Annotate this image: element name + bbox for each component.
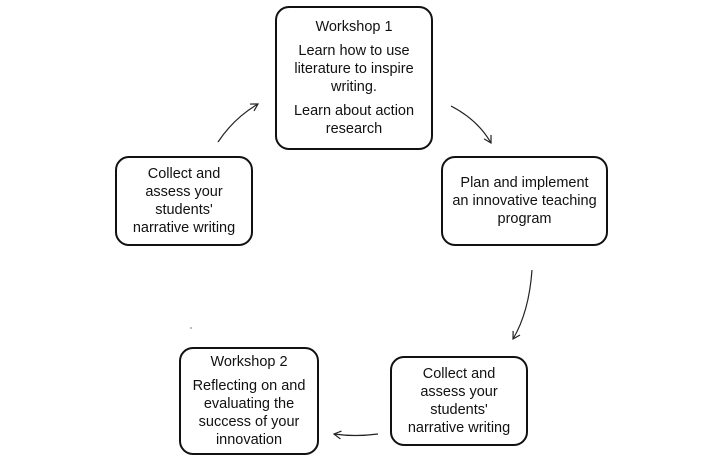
workshop2-title: Workshop 2 <box>210 354 288 370</box>
arrow-workshop1-to-plan <box>450 105 492 145</box>
workshop1-paragraph: Learn how to use literature to inspire w… <box>294 43 414 95</box>
workshop1-title: Workshop 1 <box>315 19 393 35</box>
arrow-collect-left-to-workshop1 <box>217 103 260 143</box>
workshop2-box: Workshop 2 Reflecting on and evaluating … <box>179 347 319 455</box>
arrow-collect-bottom-to-workshop2 <box>332 430 379 440</box>
plan-text: Plan and implement an innovative teachin… <box>452 175 597 227</box>
collect-bottom-text: Collect and assess your students' narrat… <box>407 366 511 436</box>
workshop1-box: Workshop 1 Learn how to use literature t… <box>275 6 433 150</box>
workshop1-paragraph: Learn about action research <box>293 103 415 137</box>
plan-box: Plan and implement an innovative teachin… <box>441 156 608 246</box>
collect-left-box: Collect and assess your students' narrat… <box>115 156 253 246</box>
stray-dot <box>190 327 192 329</box>
workshop2-text: Reflecting on and evaluating the success… <box>192 378 306 448</box>
collect-bottom-box: Collect and assess your students' narrat… <box>390 356 528 446</box>
arrow-plan-to-collect-bottom <box>512 269 533 341</box>
collect-left-text: Collect and assess your students' narrat… <box>132 166 236 236</box>
